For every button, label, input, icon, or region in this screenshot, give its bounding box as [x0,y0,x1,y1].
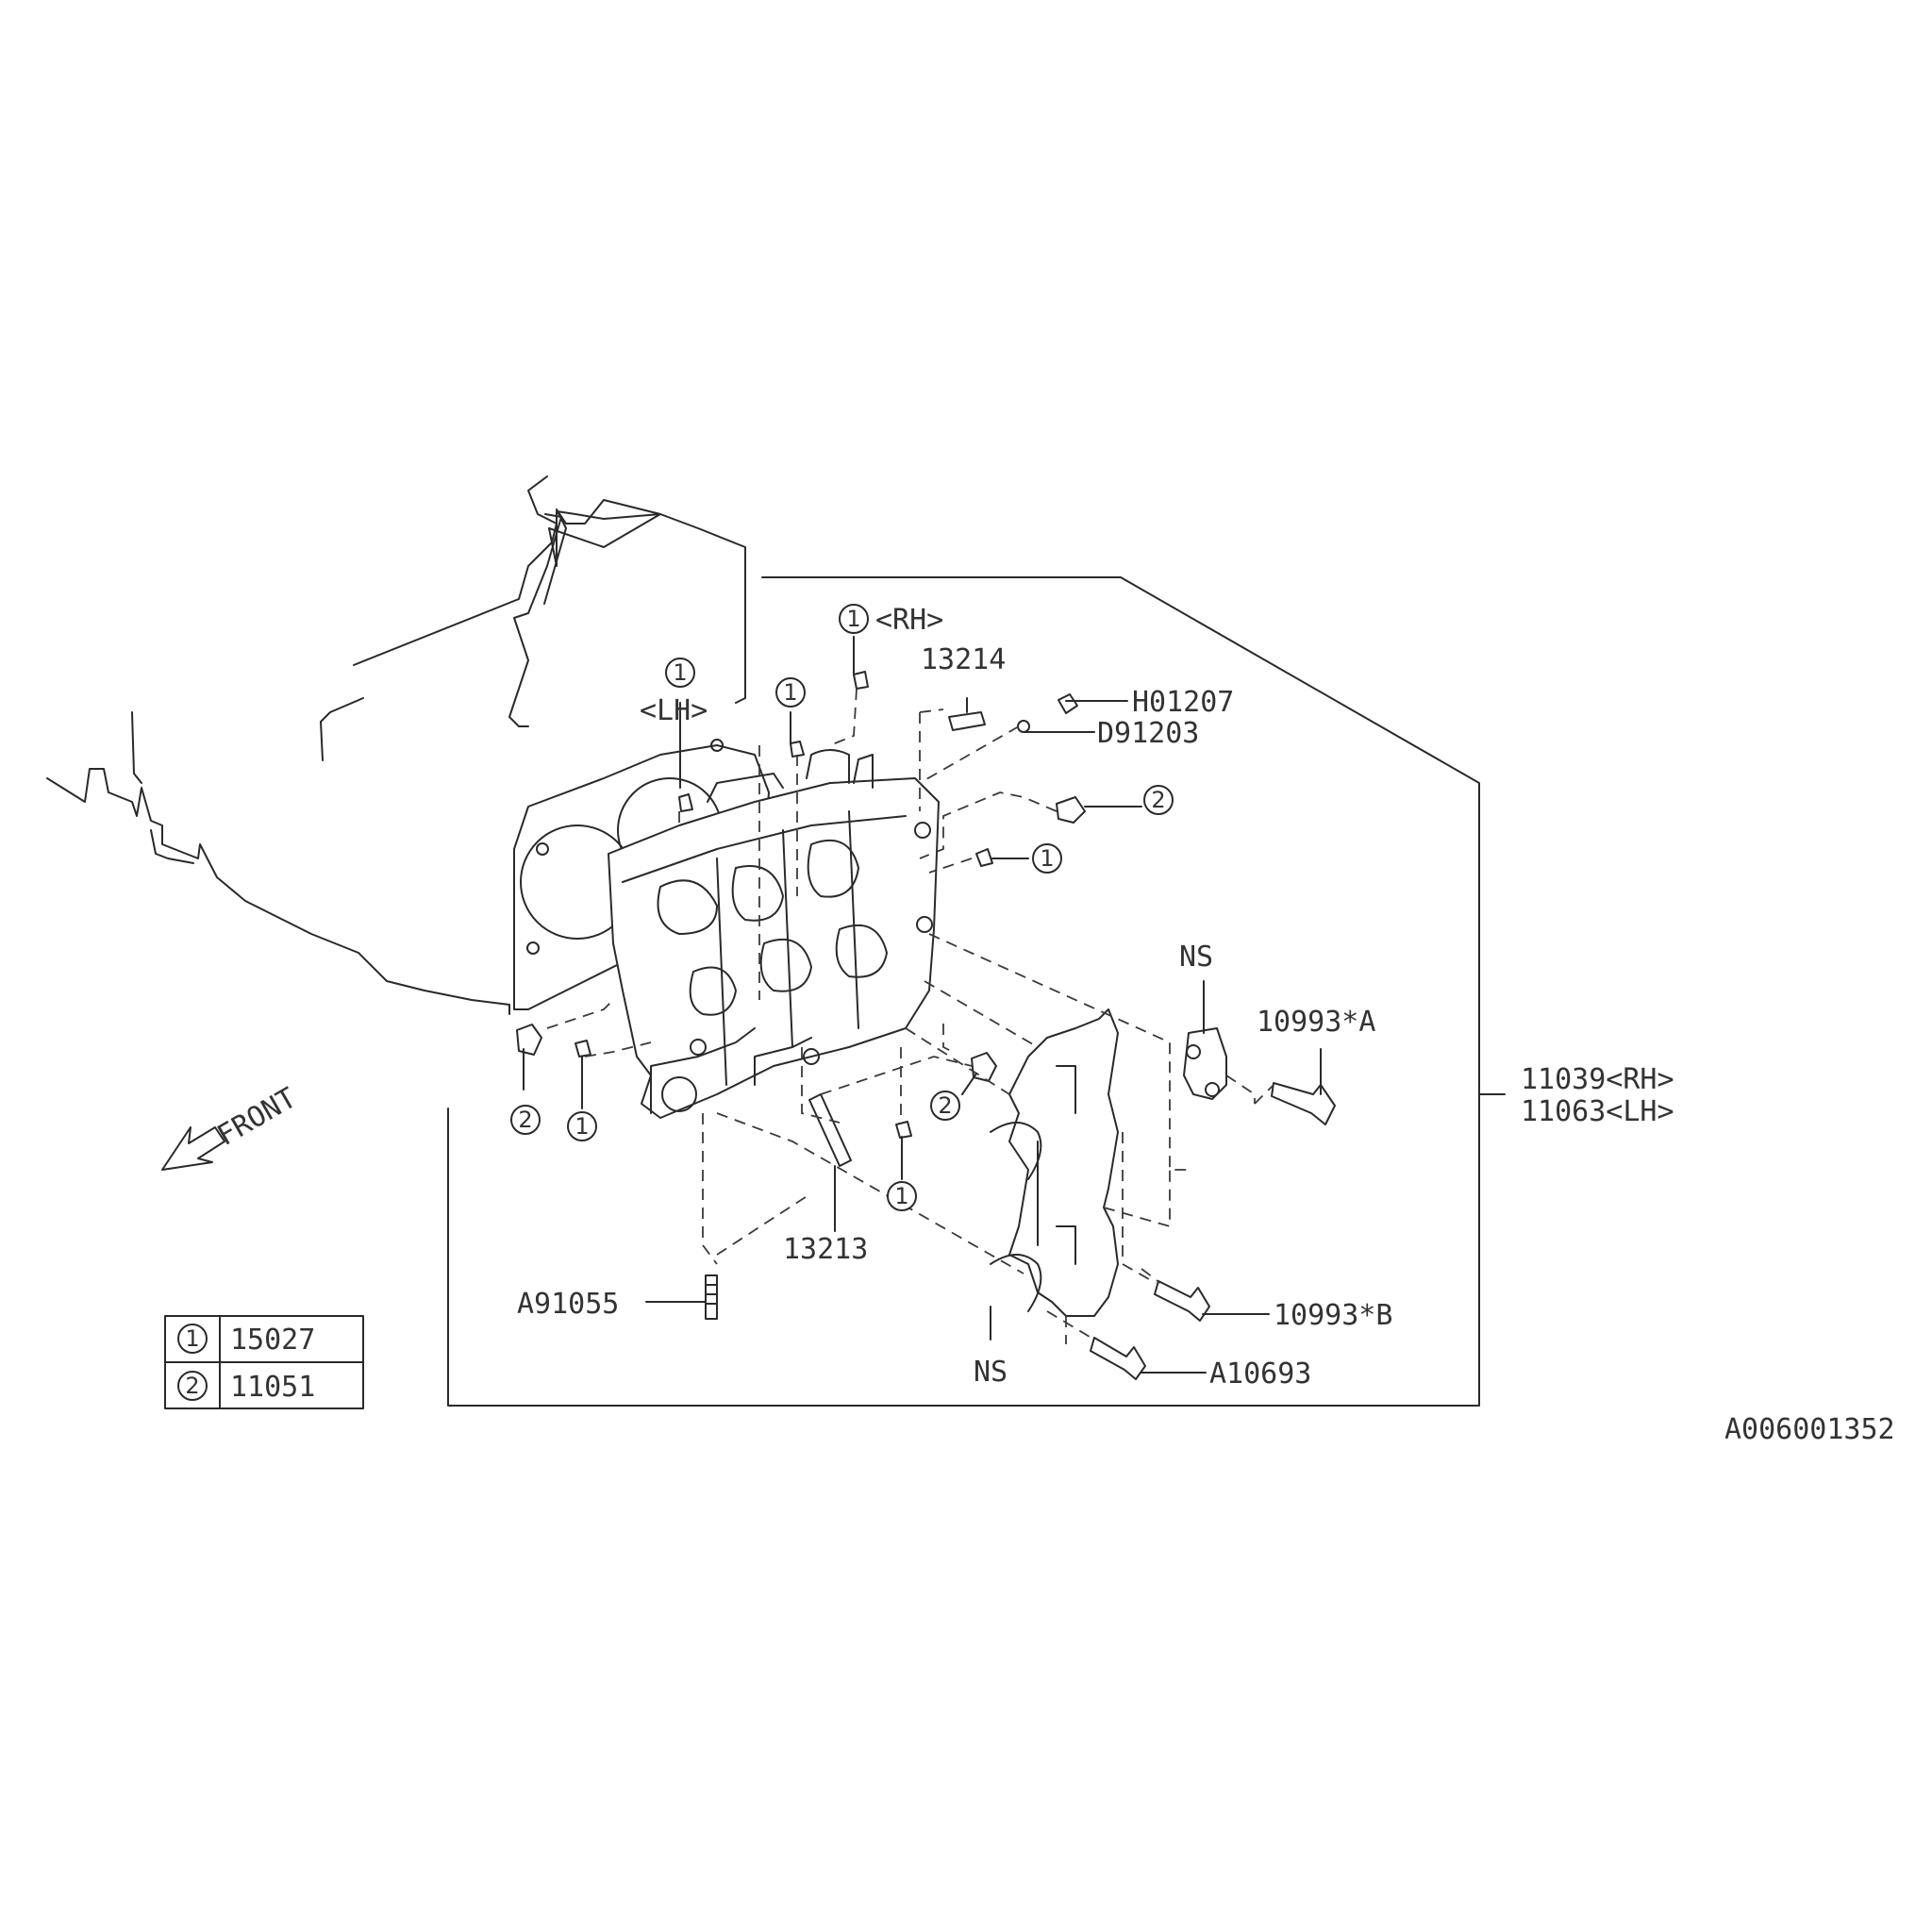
legend-row-2: 2 11051 [177,1371,315,1404]
leader-lines [523,636,1322,1374]
callout-1-left: 1 [567,1111,597,1141]
label-13214: 13214 [921,643,1006,676]
plug-h01207 [1058,693,1078,714]
part-labels: <LH> <RH> 13214 H01207 D91203 NS 10993*A… [517,604,1895,1446]
callout-2-center: 2 [930,1091,960,1121]
legend-table: 1 15027 2 11051 [164,1315,364,1409]
svg-text:2: 2 [1151,787,1165,813]
legend-key-2: 2 [185,1373,199,1399]
label-d91203: D91203 [1097,717,1199,750]
label-10993a: 10993*A [1257,1006,1375,1039]
stud-a91055 [705,1274,718,1320]
svg-text:1: 1 [673,659,687,686]
legend-row-1: 1 15027 [177,1324,315,1357]
label-11063: 11063<LH> [1521,1095,1674,1128]
label-ns-top: NS [1179,941,1213,974]
svg-text:2: 2 [938,1092,952,1119]
svg-text:1: 1 [1040,845,1054,872]
plugs-11051 [516,796,1086,1082]
camshaft-cap [990,1008,1119,1317]
front-arrow: FRONT [161,1081,303,1171]
label-10993b: 10993*B [1274,1299,1392,1332]
label-11039: 11039<RH> [1521,1063,1674,1096]
svg-text:1: 1 [575,1113,589,1140]
callout-1-rh: 1 [839,604,869,634]
svg-text:1: 1 [846,606,860,632]
ns-bracket [1183,1027,1227,1100]
side-tag-lh: <LH> [640,694,708,727]
bolt-a10693 [1090,1337,1146,1380]
figure-code: A006001352 [1724,1413,1895,1446]
callout-circles: 1 1 1 2 1 2 1 2 [510,604,1174,1211]
svg-text:1: 1 [783,679,797,706]
washer-d91203 [1017,720,1030,733]
label-a10693: A10693 [1209,1357,1311,1391]
bolt-10993-a [1271,1082,1336,1125]
callout-1-right: 1 [1032,843,1062,874]
svg-text:2: 2 [518,1107,532,1133]
legend-part-2: 11051 [230,1371,315,1404]
dowel-13214 [948,711,986,731]
side-tag-rh: <RH> [875,604,943,637]
label-ns-bottom: NS [974,1356,1008,1389]
dowel-13213 [808,1093,852,1167]
bolt-10993-b [1154,1280,1210,1322]
legend-key-1: 1 [185,1325,199,1352]
front-label: FRONT [212,1081,303,1152]
engine-block-outline [46,475,746,1015]
cylinder-head [608,749,940,1119]
callout-2-left: 2 [510,1105,541,1135]
label-h01207: H01207 [1132,686,1234,719]
front-arrow-icon [161,1126,225,1171]
callout-2-right: 2 [1143,785,1174,815]
legend-part-1: 15027 [230,1324,315,1357]
callout-1-bottom: 1 [887,1181,917,1211]
label-13213: 13213 [783,1233,868,1266]
label-a91055: A91055 [517,1288,619,1321]
assembly-frame [447,576,1480,1407]
svg-text:1: 1 [894,1183,908,1209]
callout-1-lh: 1 [665,658,695,688]
plugs-15027 [575,671,993,1139]
callout-1-center: 1 [775,677,806,708]
assembly-lines [546,688,1274,1344]
